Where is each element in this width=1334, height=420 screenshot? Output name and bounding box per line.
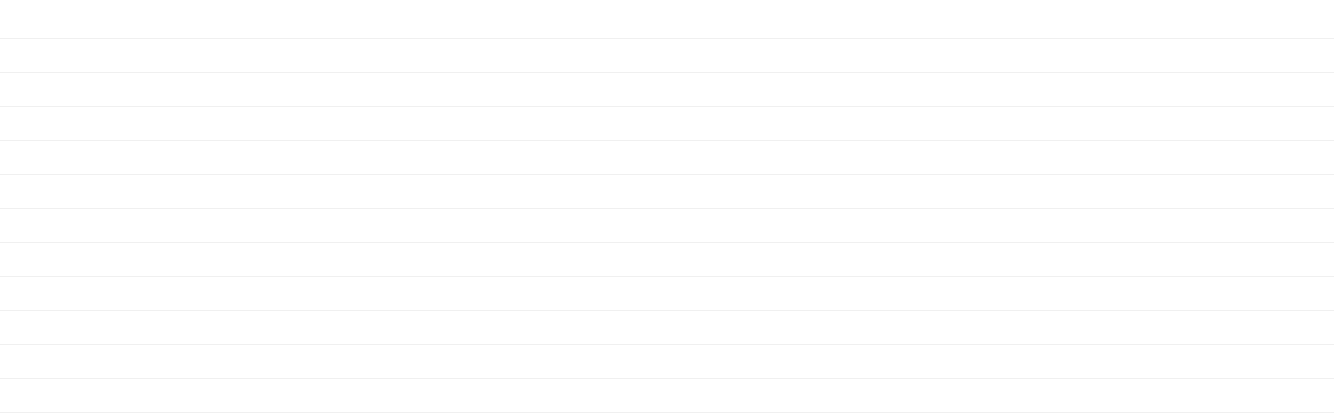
console-message-row[interactable]: end	[0, 277, 1334, 311]
console-message-row[interactable]: end	[0, 209, 1334, 243]
console-message-row[interactable]: end	[0, 73, 1334, 107]
console-message-row[interactable]: end	[0, 379, 1334, 413]
console-message-row[interactable]: end	[0, 175, 1334, 209]
console-message-row[interactable]: end	[0, 243, 1334, 277]
console-message-row[interactable]: start	[0, 5, 1334, 39]
console-message-row[interactable]: end	[0, 107, 1334, 141]
console-message-row[interactable]: Angular is running in the development mo…	[0, 39, 1334, 73]
console-message-row[interactable]: end	[0, 141, 1334, 175]
console-message-list[interactable]: start Angular is running in the developm…	[0, 5, 1334, 413]
console-message-row[interactable]: end	[0, 311, 1334, 345]
console-message-row[interactable]: end	[0, 345, 1334, 379]
